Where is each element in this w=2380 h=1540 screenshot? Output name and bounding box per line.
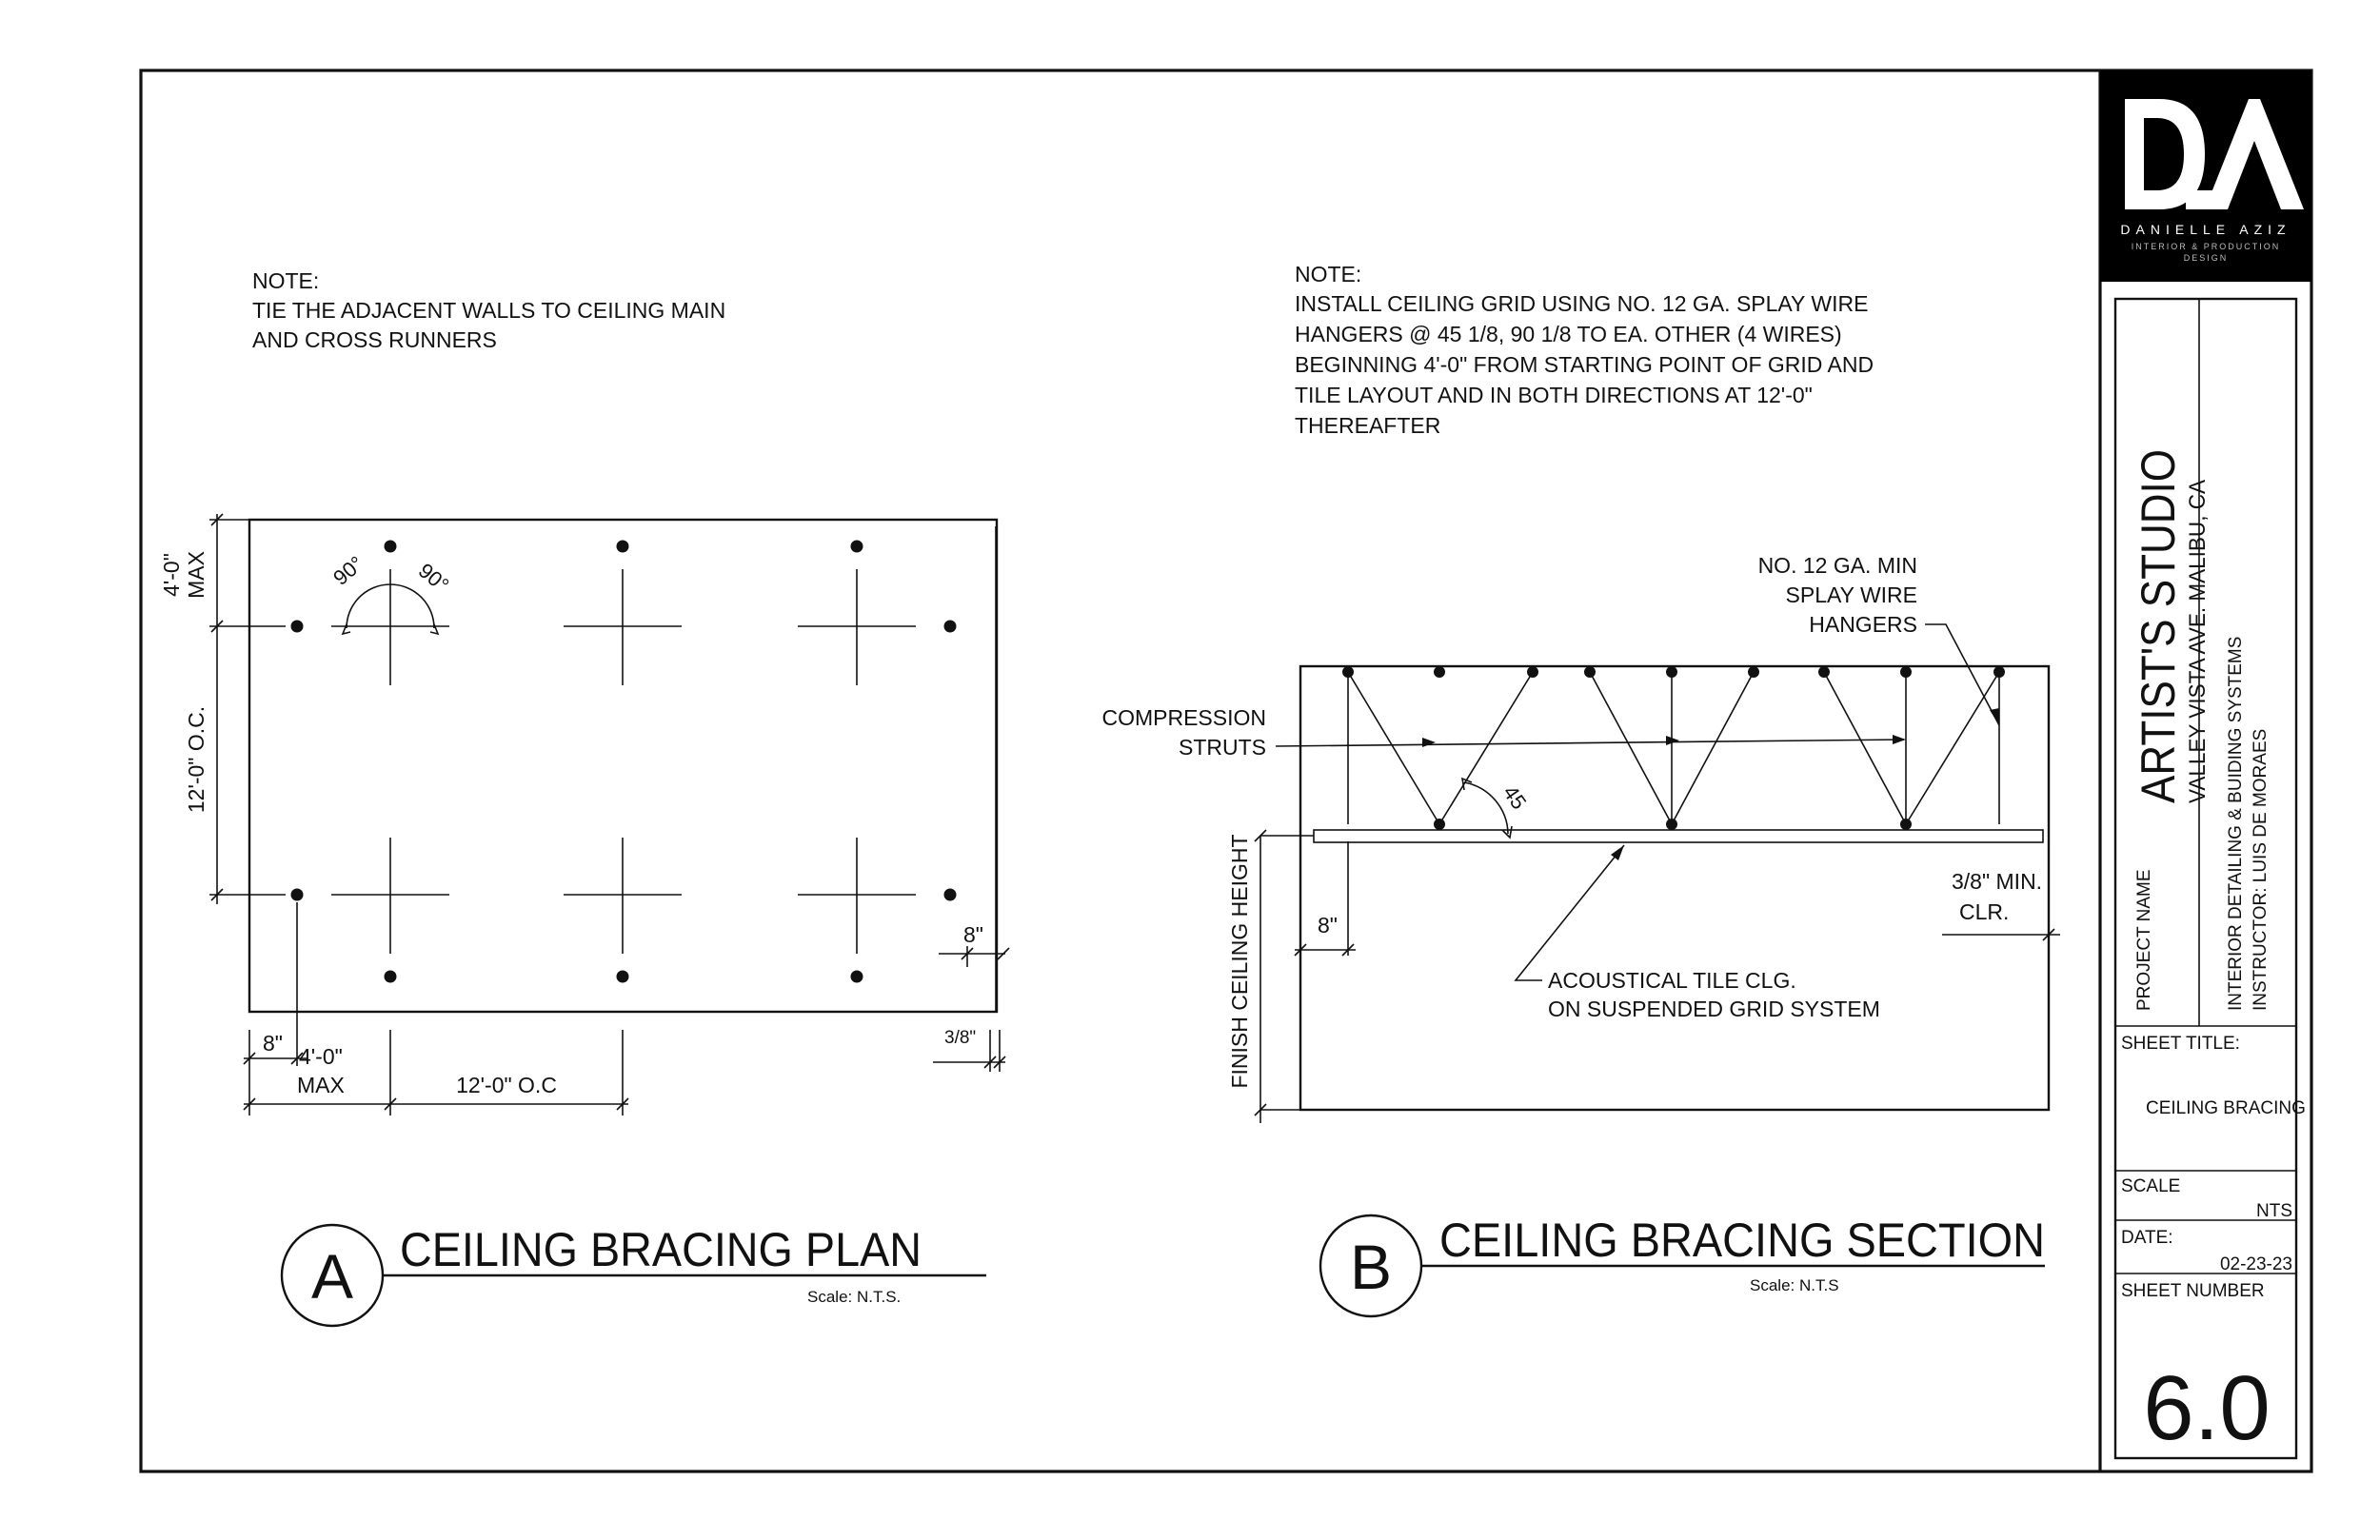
logo-tagline-1: INTERIOR & PRODUCTION [2132,242,2281,251]
date-value: 02-23-23 [2220,1254,2292,1274]
section-angle-arc [1463,781,1509,835]
plan-dim-4ft-bottom: 4'-0" [299,1044,343,1069]
plan-right-dimension [939,946,1010,967]
section-struts-label-1: COMPRESSION [1101,705,1266,730]
section-wire-points [1342,666,2005,830]
plan-dim-8in-bottom: 8" [263,1031,283,1056]
title-block: DANIELLE AZIZ INTERIOR & PRODUCTION DESI… [2098,70,2311,1471]
project-address: VALLEY VISTA AVE. MALIBU, CA [2185,480,2211,803]
plan-note-heading: NOTE: [252,268,319,293]
ceiling-bracing-section: NOTE: INSTALL CEILING GRID USING NO. 12 … [1101,262,2060,1318]
section-wire-leader [1925,623,2000,726]
plan-dim-12ft-bottom: 12'-0" O.C [456,1073,557,1097]
logo-name: DANIELLE AZIZ [2120,222,2291,237]
logo-tagline-2: DESIGN [2184,253,2229,263]
scale-label: SCALE [2121,1176,2180,1196]
sheet-number-label: SHEET NUMBER [2121,1281,2265,1301]
plan-note-line-1: TIE THE ADJACENT WALLS TO CEILING MAIN [252,298,725,323]
section-height-dimension [1254,829,1314,1123]
plan-left-dimension [209,513,286,904]
section-struts-label-2: STRUTS [1179,735,1266,760]
plan-angle-right-label: 90° [414,559,454,598]
plan-dim-3-8: 3/8" [944,1028,976,1048]
section-struts-leader [1275,739,1905,747]
section-note-line-4: TILE LAYOUT AND IN BOTH DIRECTIONS AT 12… [1295,383,1813,407]
section-title: CEILING BRACING SECTION [1439,1214,2045,1267]
plan-wire-points [290,540,957,983]
plan-dim-12ft-vertical: 12'-0" O.C. [184,706,208,813]
section-note-line-2: HANGERS @ 45 1/8, 90 1/8 TO EA. OTHER (4… [1295,322,1842,346]
section-room-outline [1299,664,2051,1112]
project-name-label: PROJECT NAME [2134,869,2154,1011]
plan-title: CEILING BRACING PLAN [400,1223,922,1276]
section-finish-height-label: FINISH CEILING HEIGHT [1227,834,1252,1088]
section-ceiling-tile [1313,829,2044,843]
plan-dim-4ft: 4'-0" [159,553,184,597]
sheet-number: 6.0 [2143,1357,2270,1459]
section-note-line-1: INSTALL CEILING GRID USING NO. 12 GA. SP… [1295,291,1868,316]
plan-dim-max: MAX [184,551,208,599]
section-title-letter: B [1350,1232,1392,1302]
info-box [2113,297,2298,1460]
ceiling-bracing-plan: NOTE: TIE THE ADJACENT WALLS TO CEILING … [159,268,1010,1328]
instructor-name: INSTRUCTOR: LUIS DE MORAES [2251,729,2271,1011]
plan-angle-left-label: 90° [328,551,368,590]
section-tile-label-2: ON SUSPENDED GRID SYSTEM [1548,997,1880,1021]
section-clr-dimension [1942,843,2060,944]
section-tile-label-1: ACOUSTICAL TILE CLG. [1548,968,1796,993]
sheet-border [139,69,2313,1473]
logo-mark [2125,99,2304,209]
section-note-heading: NOTE: [1295,262,1361,286]
plan-title-letter: A [311,1241,353,1312]
section-wire-label-2: SPLAY WIRE [1786,582,1917,607]
sheet-title: CEILING BRACING [2146,1098,2306,1118]
project-name: ARTIST'S STUDIO [2132,449,2185,803]
scale-value: NTS [2256,1201,2292,1221]
section-tile-leader [1514,844,1625,981]
section-dim-8in: 8" [1318,913,1338,938]
course-name: INTERIOR DETAILING & BUIDING SYSTEMS [2226,637,2246,1011]
plan-scale: Scale: N.T.S. [807,1288,901,1306]
plan-angle-arc [346,583,435,629]
section-min-clr-2: CLR. [1959,899,2009,924]
section-note-line-5: THEREAFTER [1295,413,1440,438]
section-note-line-3: BEGINNING 4'-0" FROM STARTING POINT OF G… [1295,352,1874,377]
section-angle-45: 45 [1498,781,1532,814]
section-wire-label-3: HANGERS [1809,612,1917,637]
plan-bottom-dimension [243,902,1006,1116]
section-splay-wires [1347,671,2000,825]
plan-note-line-2: AND CROSS RUNNERS [252,327,497,352]
plan-dim-8in-right: 8" [963,922,983,947]
plan-hanger-crosses [331,569,916,954]
plan-dim-max-bottom: MAX [297,1073,345,1097]
sheet-title-label: SHEET TITLE: [2121,1034,2240,1054]
section-wire-label-1: NO. 12 GA. MIN [1758,553,1917,578]
section-scale: Scale: N.T.S [1750,1276,1839,1294]
date-label: DATE: [2121,1228,2173,1248]
section-8in-dimension [1294,841,1356,957]
section-min-clr-1: 3/8" MIN. [1952,869,2042,894]
